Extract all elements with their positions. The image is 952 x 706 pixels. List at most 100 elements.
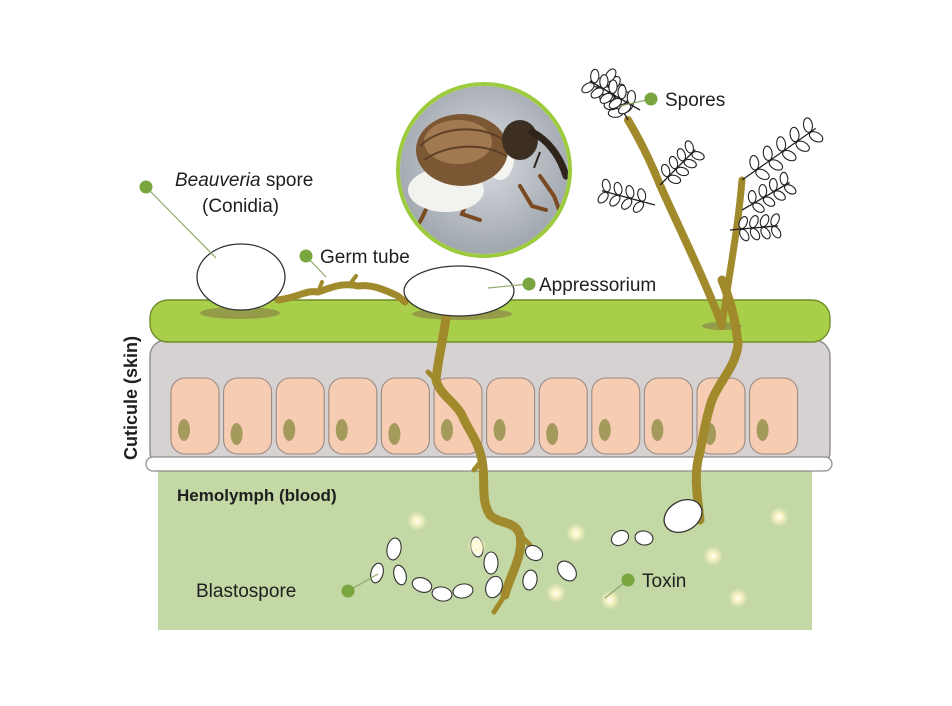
- spore: [770, 225, 782, 239]
- cell-nucleus: [493, 419, 506, 441]
- spore: [758, 183, 768, 198]
- blastospore: [557, 560, 577, 582]
- appressorium: [403, 265, 515, 317]
- label-spores: Spores: [665, 90, 725, 111]
- spore: [683, 158, 697, 169]
- spore: [762, 196, 776, 207]
- weevil-with-white-fungus-icon: [400, 86, 568, 254]
- spore: [768, 177, 778, 192]
- epidermal-cell: [223, 377, 273, 455]
- spore: [637, 188, 647, 202]
- spore: [590, 68, 600, 84]
- blastospore: [370, 562, 384, 584]
- beauveria-spore: [196, 243, 286, 311]
- cell-nucleus: [178, 419, 190, 441]
- epidermal-cell: [643, 377, 693, 455]
- blastospores: [370, 529, 654, 602]
- label-appressorium: Appressorium: [539, 275, 656, 296]
- marker-dot-appressorium: [522, 277, 536, 291]
- cell-nucleus: [441, 419, 453, 441]
- spore: [668, 155, 679, 170]
- spore: [739, 228, 750, 242]
- blastospore: [483, 551, 499, 575]
- spore: [768, 159, 784, 171]
- emerging-hypha: [691, 275, 743, 525]
- spore: [755, 168, 770, 181]
- epidermal-cell: [749, 377, 799, 455]
- blastospore: [452, 583, 474, 599]
- label-blastospore: Blastospore: [196, 581, 296, 602]
- spore-cluster: [741, 171, 797, 213]
- spore: [684, 140, 695, 154]
- spore: [691, 151, 705, 161]
- spore: [783, 184, 797, 195]
- spore: [608, 97, 622, 110]
- blastospore: [386, 537, 402, 561]
- marker-dot-beauveria: [139, 180, 153, 194]
- epidermal-cell: [328, 377, 378, 455]
- epidermal-cell: [486, 377, 536, 455]
- spore: [626, 89, 637, 105]
- label-germ-tube: Germ tube: [320, 247, 410, 268]
- spore-cluster: [581, 68, 641, 115]
- spore: [759, 214, 770, 228]
- blastospore: [485, 575, 503, 599]
- blastospore: [393, 564, 407, 586]
- spore: [609, 194, 621, 207]
- spore: [667, 174, 682, 185]
- spore: [617, 84, 627, 100]
- cell-nucleus: [283, 419, 296, 441]
- spore: [581, 82, 595, 94]
- epidermal-cell: [538, 377, 588, 455]
- blastospore: [411, 577, 433, 593]
- spore: [621, 198, 633, 210]
- marker-dot-germ-tube: [299, 249, 313, 263]
- spore: [762, 145, 773, 162]
- spore-clusters: [581, 68, 824, 242]
- spore: [590, 87, 604, 99]
- cell-nucleus: [546, 423, 559, 445]
- spore-cluster: [729, 213, 782, 242]
- germ-tube: [274, 281, 409, 306]
- blastospore: [524, 544, 544, 562]
- spore: [676, 148, 687, 162]
- toxin-particle: [546, 583, 566, 603]
- epidermal-cell: [275, 377, 325, 455]
- toxin-particles: [407, 507, 789, 610]
- spore: [599, 92, 613, 104]
- toxin-particle: [566, 523, 586, 543]
- spore: [808, 131, 824, 143]
- insect-photo: [396, 82, 572, 258]
- toxin-particle: [728, 588, 748, 608]
- spore: [625, 184, 635, 199]
- cell-nucleus: [651, 419, 664, 441]
- hypha-branches: [425, 369, 533, 615]
- epidermal-cell: [380, 377, 430, 455]
- blastospore-large: [663, 498, 703, 534]
- marker-dot-spores: [644, 92, 658, 106]
- toxin-particle: [407, 511, 427, 531]
- cell-nucleus: [388, 423, 401, 445]
- toxin-particle: [703, 546, 723, 566]
- spore: [749, 155, 760, 171]
- spore-cluster: [659, 140, 705, 186]
- label-hemolymph: Hemolymph (blood): [177, 486, 337, 505]
- spore: [632, 201, 645, 213]
- blastospore: [610, 529, 630, 547]
- spore: [760, 226, 771, 240]
- cell-nucleus: [756, 419, 769, 441]
- conidiophore-left: [624, 116, 726, 330]
- spore-cluster: [741, 117, 824, 181]
- spore-cluster: [597, 178, 656, 213]
- toxin-particle: [769, 507, 789, 527]
- spore: [660, 163, 671, 178]
- basement-membrane: [145, 456, 833, 472]
- cell-nucleus: [230, 423, 243, 445]
- blastospore: [431, 586, 453, 602]
- spore: [782, 149, 797, 162]
- cell-nucleus: [335, 419, 348, 441]
- spore: [776, 136, 787, 152]
- toxin-particle: [600, 590, 620, 610]
- blastospore: [522, 569, 538, 591]
